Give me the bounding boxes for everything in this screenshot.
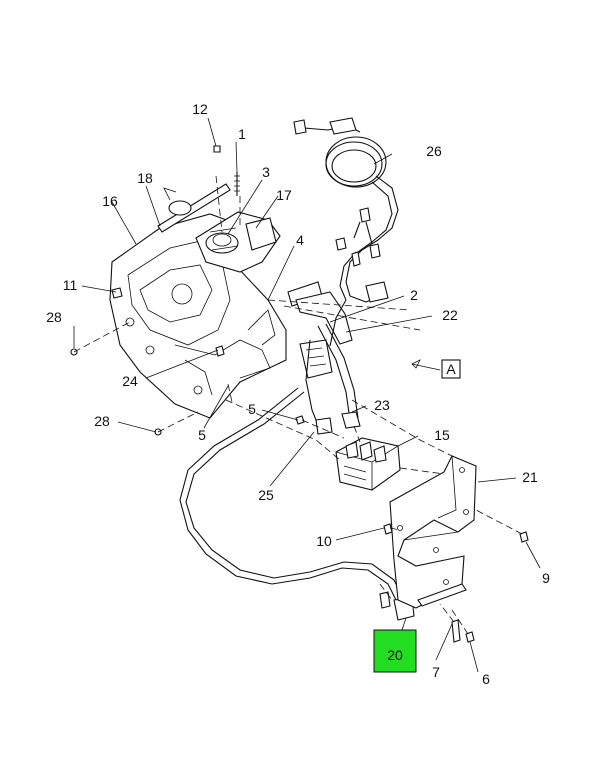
callout-1[interactable]: 1: [238, 126, 246, 142]
fasteners: [70, 287, 529, 643]
callout-18[interactable]: 18: [137, 170, 153, 186]
callout-20[interactable]: 20: [387, 647, 403, 663]
callout-3[interactable]: 3: [262, 164, 270, 180]
screw-1: [234, 172, 240, 196]
callout-12[interactable]: 12: [192, 101, 208, 117]
leader-lines: [73, 117, 541, 673]
callout-15[interactable]: 15: [434, 427, 450, 443]
control-module: [335, 437, 401, 491]
callout-6[interactable]: 6: [482, 671, 490, 687]
callout-23[interactable]: 23: [374, 397, 390, 413]
callout-17[interactable]: 17: [276, 187, 292, 203]
callout-28-bottom[interactable]: 28: [94, 413, 110, 429]
wiring-harness: [293, 117, 399, 347]
mounting-bracket: [109, 213, 287, 419]
view-a-marker: A: [441, 359, 461, 379]
callout-22[interactable]: 22: [442, 307, 458, 323]
cable-20: [179, 387, 415, 621]
callout-16[interactable]: 16: [102, 193, 118, 209]
callout-5-left[interactable]: 5: [198, 427, 206, 443]
callout-5-right[interactable]: 5: [248, 401, 256, 417]
assembly-lines: [73, 175, 523, 635]
harness-clips: [287, 281, 361, 435]
callout-24[interactable]: 24: [122, 373, 138, 389]
highlight-part-20[interactable]: [373, 629, 417, 673]
callout-10[interactable]: 10: [316, 533, 332, 549]
rod: [157, 183, 231, 233]
callout-4[interactable]: 4: [296, 232, 304, 248]
callout-26[interactable]: 26: [426, 143, 442, 159]
callout-25[interactable]: 25: [258, 487, 274, 503]
callout-labels: 12 1 3 18 17 16 26 4 11 2 22 28 24 23 5 …: [46, 101, 550, 687]
view-a-label: A: [446, 361, 456, 377]
callout-2[interactable]: 2: [410, 287, 418, 303]
callout-28-left[interactable]: 28: [46, 309, 62, 325]
callout-9[interactable]: 9: [542, 570, 550, 586]
callout-7[interactable]: 7: [432, 664, 440, 680]
bracket-plate: [389, 455, 477, 609]
bolt-12: [213, 145, 221, 153]
callout-11[interactable]: 11: [63, 277, 78, 293]
callout-21[interactable]: 21: [522, 469, 538, 485]
top-plate: [195, 211, 281, 273]
